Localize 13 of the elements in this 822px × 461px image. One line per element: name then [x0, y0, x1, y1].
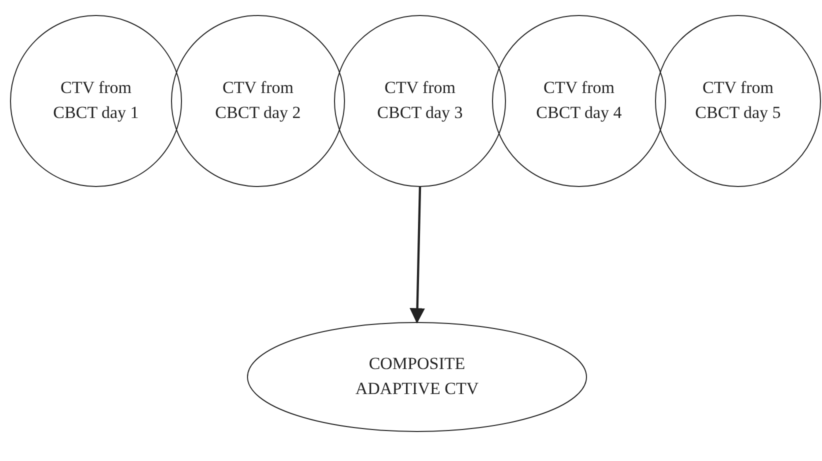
node-label: CTV from CBCT day 4 — [535, 77, 623, 124]
ellipse-node — [334, 15, 506, 187]
ellipse-node — [247, 322, 587, 432]
node-label: CTV from CBCT day 3 — [376, 77, 464, 124]
ellipse-node — [10, 15, 182, 187]
node-label: COMPOSITE ADAPTIVE CTV — [354, 353, 480, 400]
node-label: CTV from CBCT day 1 — [52, 77, 140, 124]
arrow — [410, 186, 425, 324]
ellipse-node — [655, 15, 821, 187]
ellipse-node — [171, 15, 345, 187]
ellipse-node — [492, 15, 666, 187]
node-label: CTV from CBCT day 2 — [214, 77, 302, 124]
node-label: CTV from CBCT day 5 — [694, 77, 782, 124]
